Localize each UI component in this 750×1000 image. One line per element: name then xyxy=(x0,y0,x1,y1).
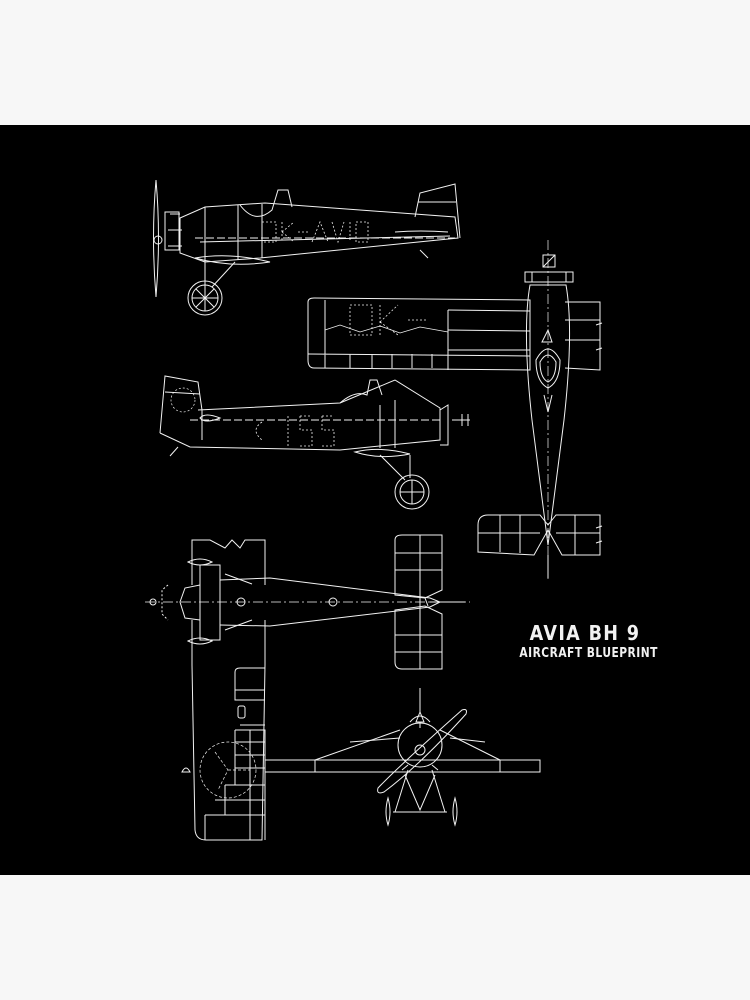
top-view-vertical xyxy=(478,240,602,580)
aircraft-subtitle: AIRCRAFT BLUEPRINT xyxy=(519,646,658,661)
title-block: AVIA BH 9 AIRCRAFT BLUEPRINT xyxy=(505,621,665,663)
aircraft-title: AVIA BH 9 xyxy=(529,621,641,645)
front-view xyxy=(265,688,540,825)
side-view-left xyxy=(154,180,461,315)
wing-plan-view xyxy=(308,298,602,370)
top-view-horizontal xyxy=(145,535,470,669)
wing-underside-view xyxy=(182,665,265,840)
blueprint-drawings xyxy=(0,125,750,875)
blueprint-artwork: AVIA BH 9 AIRCRAFT BLUEPRINT xyxy=(0,125,750,875)
side-view-right xyxy=(160,376,470,509)
